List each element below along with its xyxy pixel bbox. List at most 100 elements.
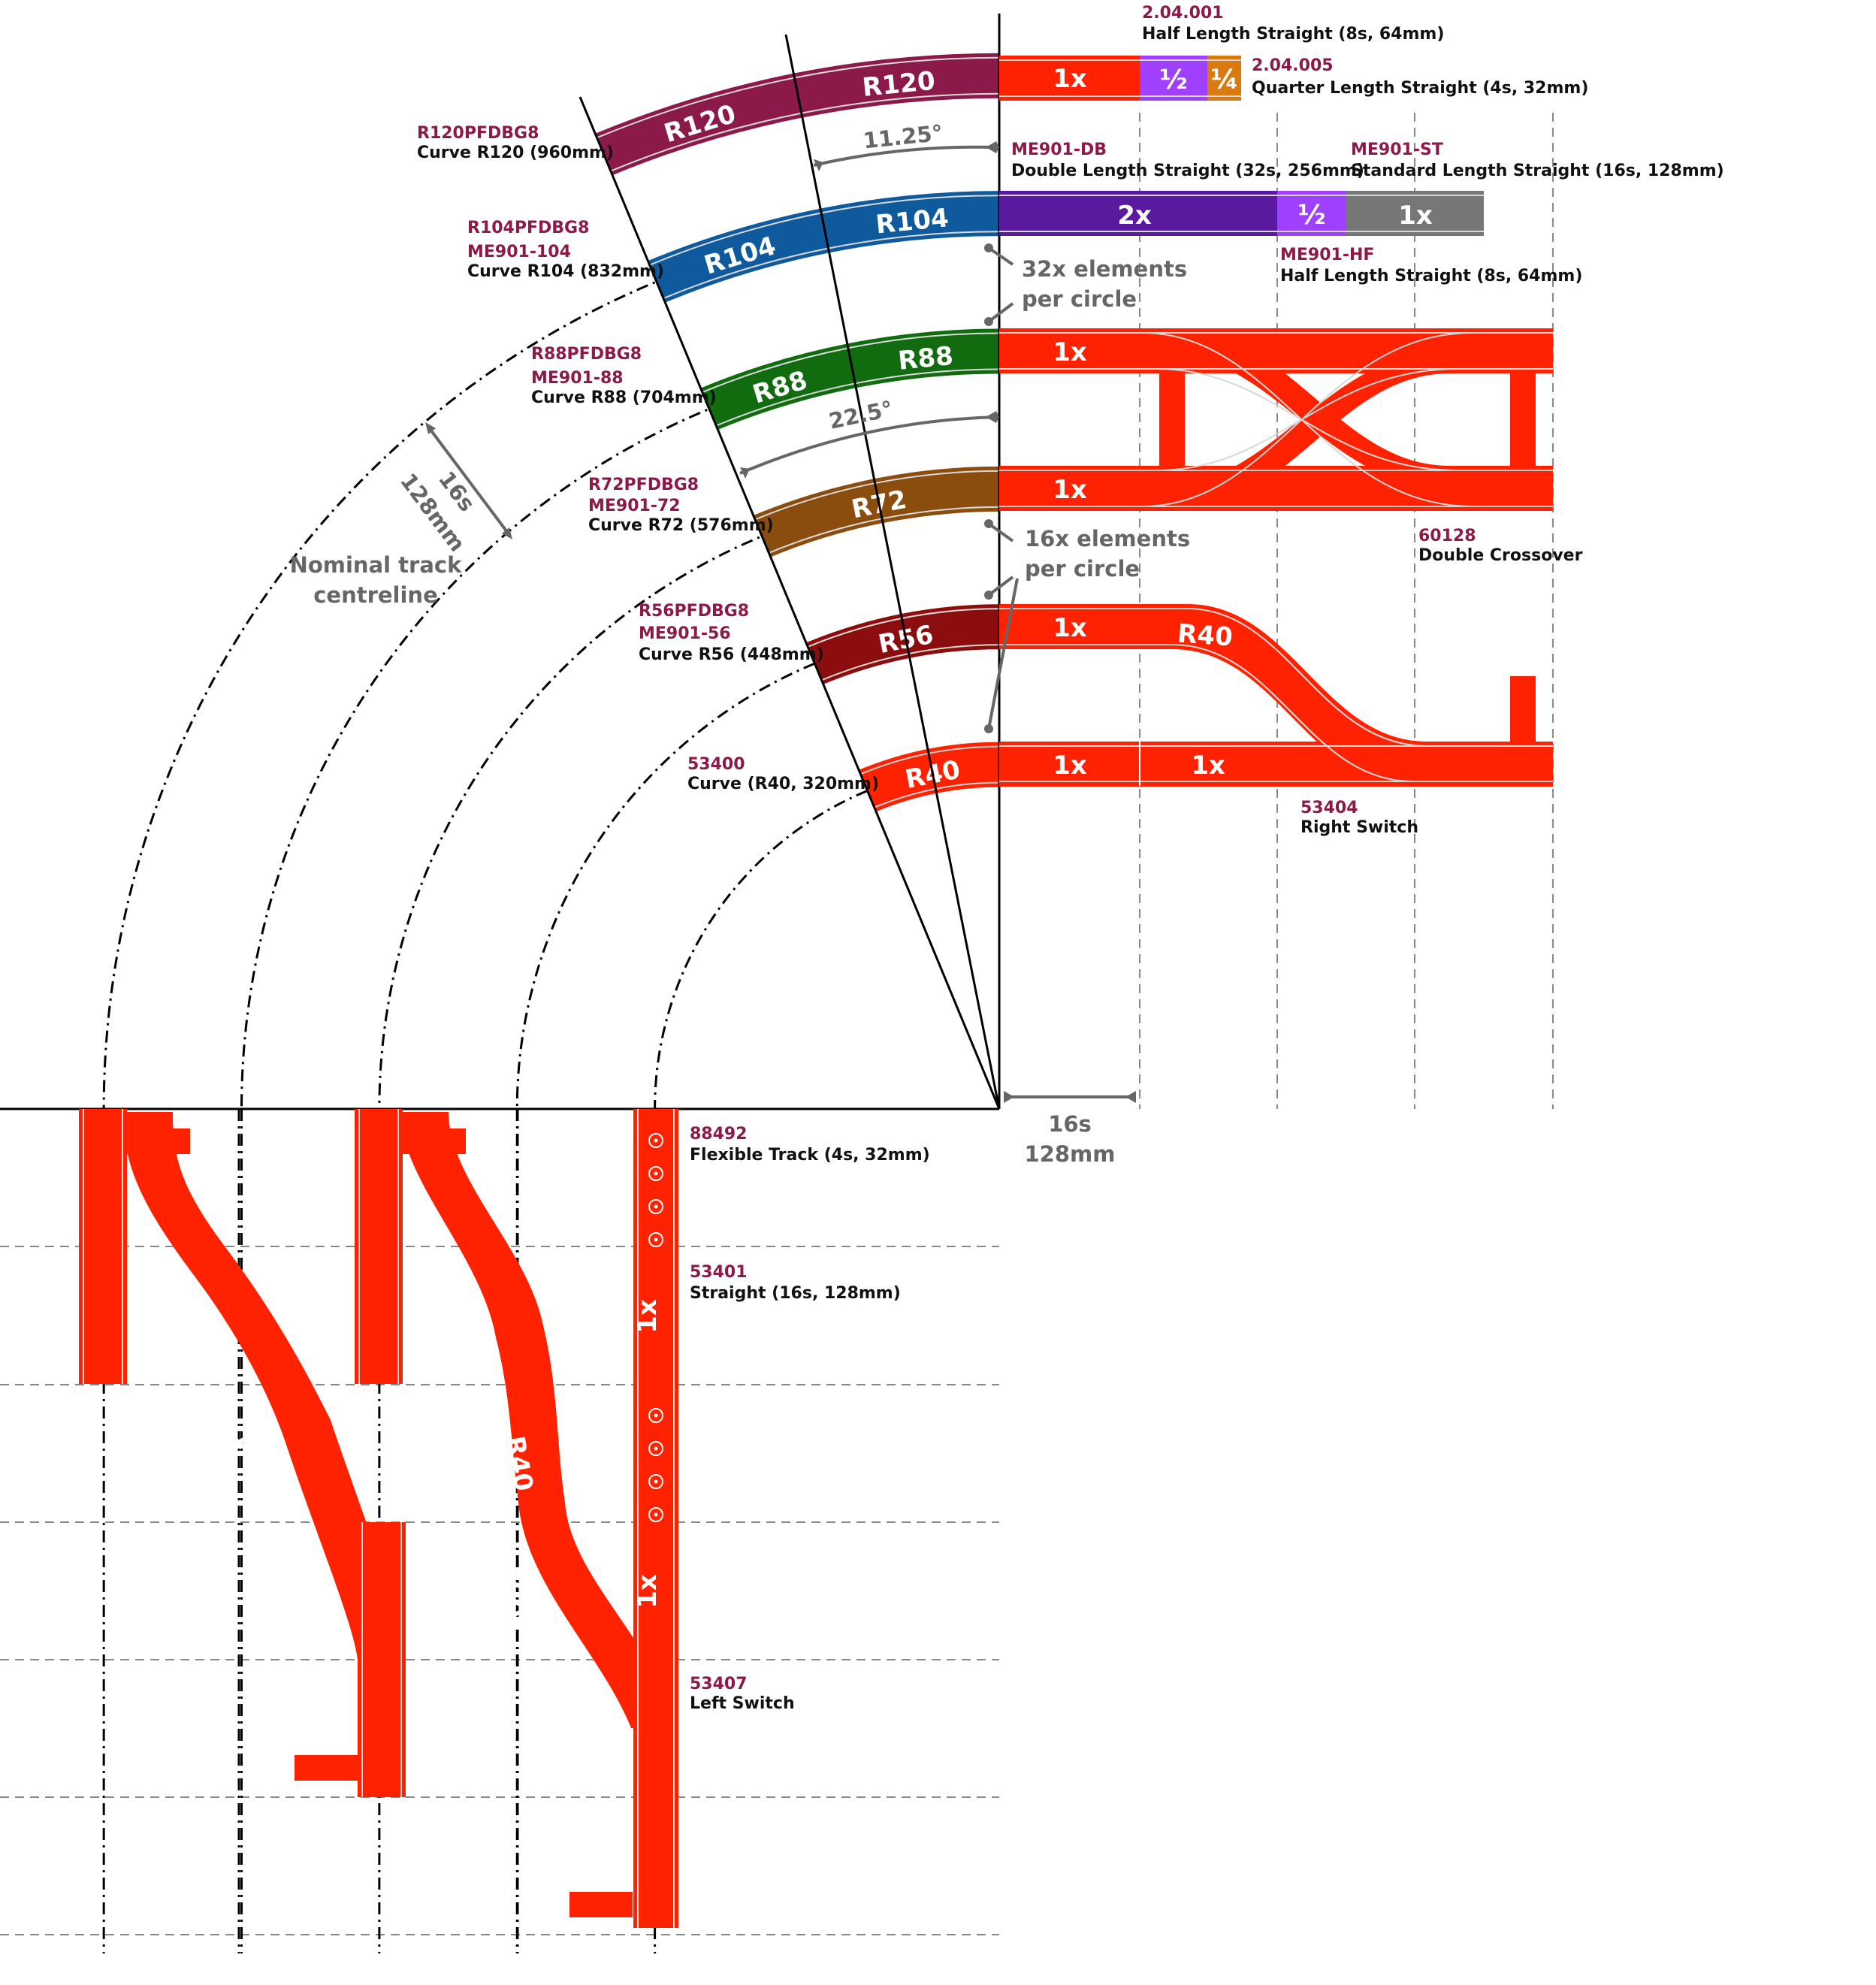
- centreline-arc: [240, 367, 842, 1110]
- arrowhead: [425, 422, 436, 434]
- label-straight-53401: 53401 Straight (16s, 128mm): [690, 1263, 901, 1303]
- radial-22-5-line: [579, 96, 1001, 1110]
- centreline-arc: [102, 231, 814, 1110]
- bottom-left-layout: 1x R40 R40 1x 1x: [79, 1109, 678, 1928]
- product-description: Double Crossover: [1418, 546, 1583, 565]
- flex-joint-icon: [648, 1408, 663, 1423]
- product-code: 2.04.005: [1252, 56, 1334, 75]
- angle-arrow-22-5: [739, 415, 997, 475]
- elements32-line1: 32x elements: [1022, 256, 1187, 282]
- flex-joint-icon: [648, 1232, 663, 1247]
- sector-axes: [0, 14, 1001, 1110]
- arrowhead: [502, 527, 512, 539]
- product-description: Curve R72 (576mm): [588, 516, 774, 535]
- pointer-dot: [984, 317, 993, 326]
- elements32-line2: per circle: [1022, 286, 1137, 312]
- product-code-alt: ME901-104: [467, 243, 571, 261]
- switch-curve: [1140, 604, 1553, 786]
- straights-r120-row: 1x ½ ¼: [999, 56, 1241, 101]
- product-code: 2.04.001: [1142, 4, 1224, 23]
- standard-label: 1x: [1398, 201, 1433, 231]
- switch-lower-label-1: 1x: [1053, 751, 1087, 781]
- quarter-straight: [1207, 56, 1241, 101]
- product-description: Curve R104 (832mm): [467, 262, 664, 281]
- product-code: ME901-ST: [1351, 140, 1443, 159]
- curve-lower-label: R40: [498, 1569, 537, 1628]
- product-code: R104PFDBG8: [467, 219, 589, 237]
- flex-joint-dot: [654, 1512, 658, 1517]
- product-code: 53401: [690, 1263, 748, 1282]
- double-label: 2x: [1117, 201, 1152, 231]
- label-double-straight-me901-db: ME901-DB Double Length Straight (32s, 25…: [1011, 140, 1364, 180]
- pointer-16x: [987, 522, 1019, 730]
- straight-vertical: [355, 1109, 403, 1384]
- half-straight-purple: [1140, 56, 1207, 101]
- curve-label-r120: R120PFDBG8 Curve R120 (960mm): [417, 124, 614, 162]
- curve-track-icon: [859, 742, 999, 812]
- spacing-arrow: [427, 425, 511, 536]
- product-code: 53400: [687, 755, 745, 774]
- rail-line: [358, 1109, 399, 1384]
- centreline-arc: [515, 662, 815, 1110]
- rail-line: [1141, 332, 1473, 507]
- switch-diagonal-label: 1x: [226, 1424, 269, 1468]
- curve-track-icon: [753, 466, 999, 557]
- switch-lower-straight: [999, 742, 1553, 787]
- product-code: R120PFDBG8: [417, 124, 539, 143]
- half-label: ½: [1159, 65, 1187, 95]
- curve-label-r72: R72PFDBG8 ME901-72 Curve R72 (576mm): [588, 476, 774, 535]
- curve-label-inner: R88: [897, 341, 955, 376]
- flex-joint-dot: [654, 1446, 658, 1451]
- flex-joint-icon: [648, 1441, 663, 1456]
- product-code-alt: ME901-72: [588, 497, 681, 515]
- curve-track-r56: R56: [805, 604, 1000, 684]
- curve-track-icon: [648, 191, 999, 303]
- product-code-alt: ME901-56: [639, 624, 731, 643]
- curve-label-r88: R88PFDBG8 ME901-88 Curve R88 (704mm): [531, 345, 717, 407]
- crossover-top-label: 1x: [1053, 337, 1087, 367]
- centreline-arc: [654, 790, 869, 1110]
- label-right-switch: 53404 Right Switch: [1301, 799, 1418, 837]
- centreline-arc: [378, 501, 871, 1110]
- double-crossover: 1x 1x: [999, 328, 1553, 511]
- switch-diagonal: [125, 1112, 406, 1660]
- arrowhead: [986, 411, 999, 423]
- flex-upper-label: 1x: [633, 1299, 663, 1334]
- curve-label-r56: R56PFDBG8 ME901-56 Curve R56 (448mm): [639, 602, 824, 664]
- flex-lower-label: 1x: [633, 1574, 663, 1609]
- straight-label: 1x: [1053, 64, 1087, 94]
- product-code: 88492: [690, 1125, 748, 1144]
- flex-straight-column: [633, 1109, 678, 1928]
- product-description: Half Length Straight (8s, 64mm): [1142, 25, 1444, 44]
- rail-line: [83, 1109, 402, 1797]
- switch-curve-label: R40: [1177, 618, 1234, 652]
- arrowhead: [1004, 1091, 1014, 1103]
- curve-label-inner: R104: [875, 203, 950, 240]
- curve-s-track: [400, 1112, 676, 1728]
- product-code: R72PFDBG8: [588, 476, 699, 494]
- angle-arrow-11-25: [813, 145, 997, 167]
- crossover-bottom-label: 1x: [1053, 475, 1087, 505]
- arrowhead: [986, 141, 999, 153]
- flex-joint-dot: [654, 1138, 658, 1143]
- double-straight: [999, 191, 1277, 236]
- product-code: R88PFDBG8: [531, 345, 642, 364]
- product-code: 53407: [690, 1675, 748, 1693]
- switch-upper-straight: [999, 604, 1140, 649]
- arrowhead: [814, 159, 823, 171]
- standard-straight-grey: [1346, 191, 1484, 236]
- curve-label-r40: 53400 Curve (R40, 320mm): [687, 755, 879, 793]
- pointer-32x: [987, 246, 1014, 323]
- straights-r104-row: 2x ½ 1x: [999, 191, 1484, 236]
- product-description: Double Length Straight (32s, 256mm): [1011, 162, 1364, 180]
- label-quarter-straight-2-04-005: 2.04.005 Quarter Length Straight (4s, 32…: [1252, 56, 1588, 98]
- buffer-stop: [569, 1892, 633, 1917]
- rail-line: [637, 1109, 675, 1928]
- centreline-label-1: Nominal track: [290, 552, 463, 578]
- product-description: Straight (16s, 128mm): [690, 1284, 901, 1303]
- curve-track-r72: R72: [753, 466, 1000, 557]
- standard-straight-r120: [999, 56, 1140, 101]
